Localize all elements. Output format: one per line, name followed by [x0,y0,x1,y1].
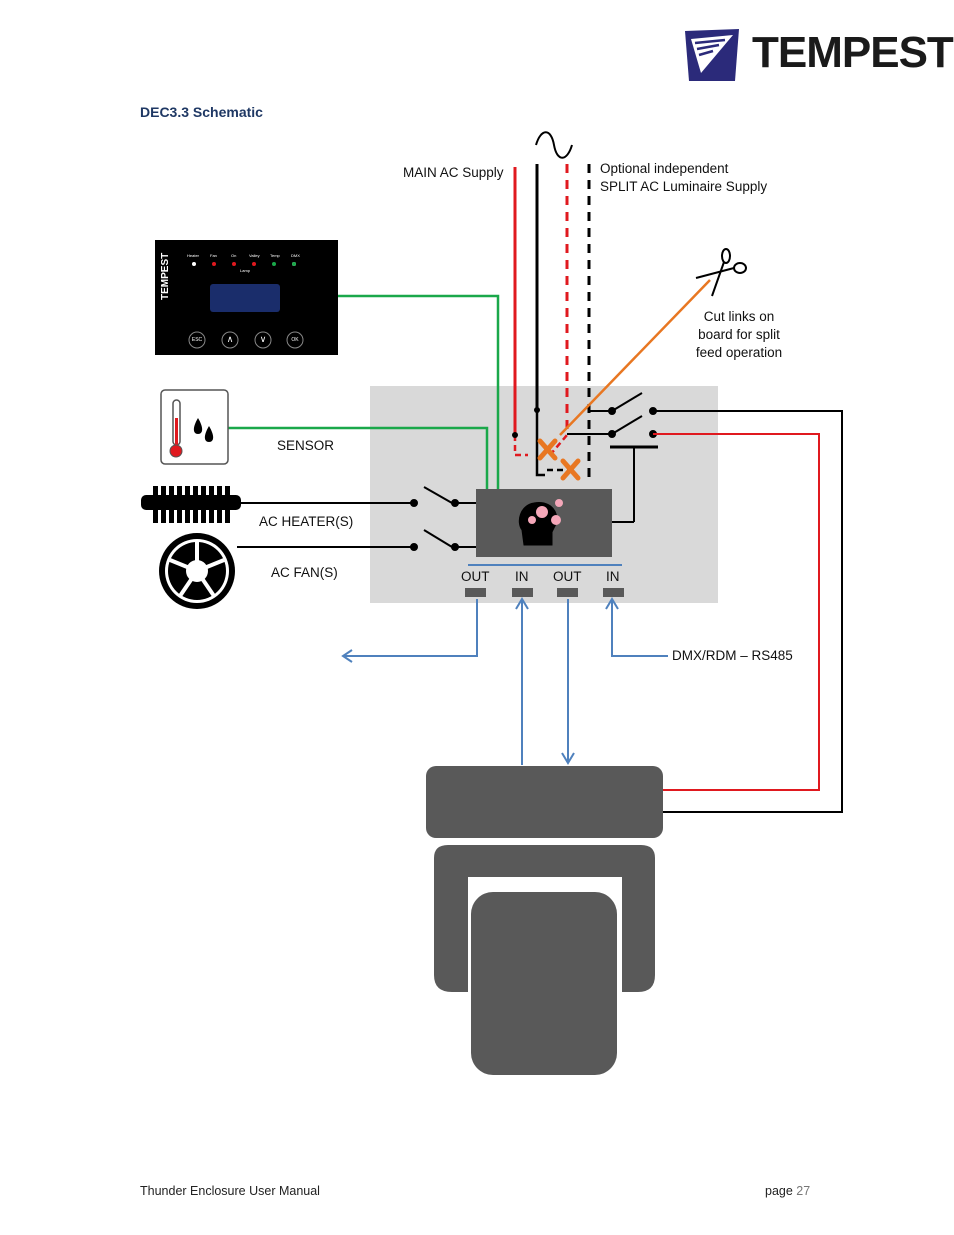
ok-button[interactable]: OK [291,337,299,343]
lamp-label: Lamp [240,268,251,273]
footer-manual-title: Thunder Enclosure User Manual [140,1184,320,1198]
port-label-out-2: OUT [553,569,582,584]
port-out-2 [557,588,578,597]
main-ac-label: MAIN AC Supply [403,165,504,180]
control-panel-cable [338,294,500,489]
page-label: page [765,1184,793,1198]
cut-mark-icon [537,438,581,481]
luminaire [426,766,663,1075]
dmx-label: DMX/RDM – RS485 [672,648,793,663]
port-out-1 [465,588,486,597]
cut-pointer-line [559,279,711,436]
split-ac-label-1: Optional independent [600,161,729,176]
section-title: DEC3.3 Schematic [140,104,263,120]
heater-icon [141,486,241,523]
ac-heater-label: AC HEATER(S) [259,514,354,529]
lamp-live-feed [653,433,820,791]
down-button[interactable]: ∨ [259,334,267,344]
control-panel [155,240,338,355]
split-ac-label-2: SPLIT AC Luminaire Supply [600,179,768,194]
port-in-1 [512,588,533,597]
dmx-connections [341,597,668,765]
logo-wordmark: TEMPEST [752,28,954,77]
port-label-in-2: IN [606,569,620,584]
fan-icon [159,533,235,609]
port-in-2 [603,588,624,597]
page-number: 27 [796,1184,811,1198]
ac-fan-label: AC FAN(S) [271,565,338,580]
port-label-in-1: IN [515,569,529,584]
lamp-neutral-feed [653,410,843,813]
ac-sine-icon [535,131,573,159]
logo-mark-icon [685,29,739,81]
cut-links-label: Cut links on board for split feed operat… [695,309,783,360]
esc-button[interactable]: ESC [191,337,203,343]
scissors-icon [695,248,747,297]
up-button[interactable]: ∧ [226,334,234,344]
heater-fan-switches [237,486,476,551]
port-label-out-1: OUT [461,569,490,584]
footer-page: page 27 [765,1184,810,1198]
sensor-label: SENSOR [277,438,335,453]
sensor-icon [160,389,229,465]
tempest-logo [683,27,741,83]
brain-gears-icon [518,499,563,546]
panel-brand: TEMPEST [160,252,171,300]
sensor-cable [228,426,489,489]
